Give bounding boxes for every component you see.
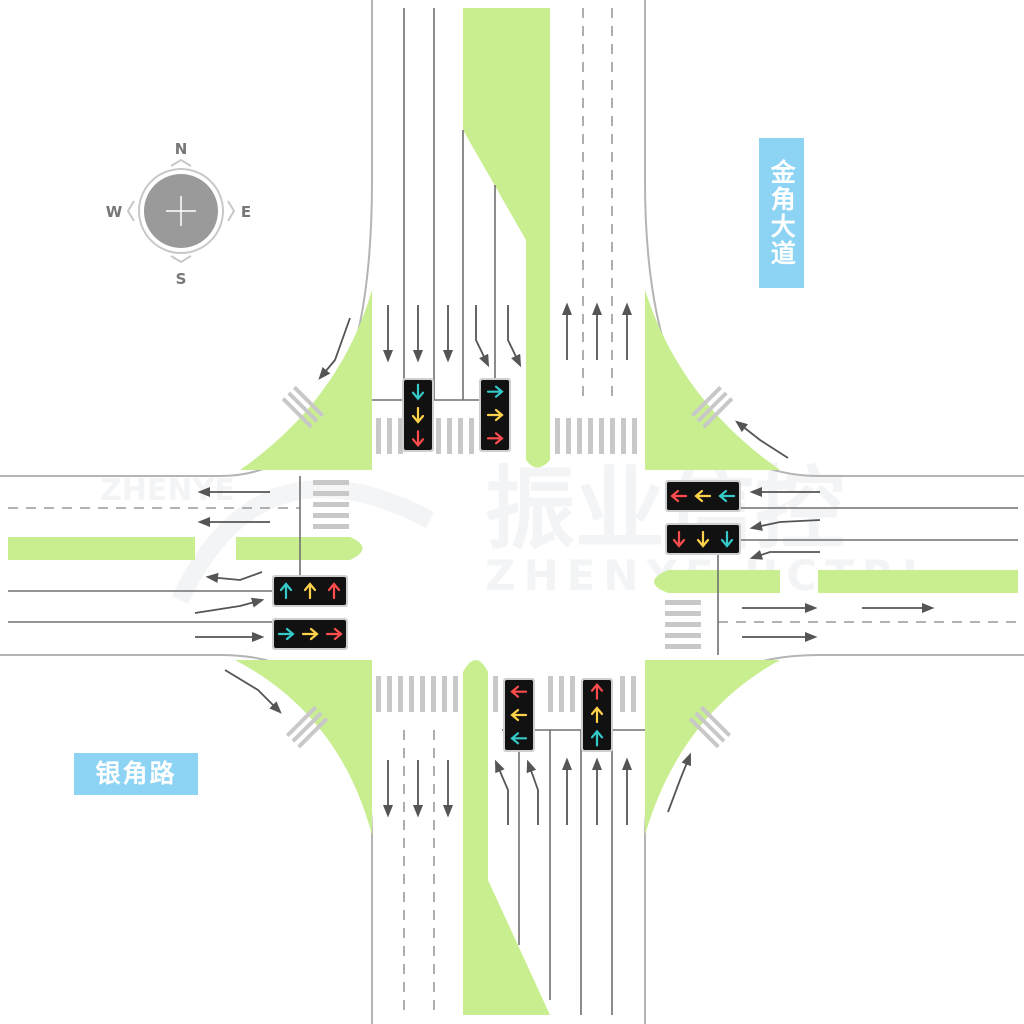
compass: N S W E: [106, 140, 251, 288]
watermark-logo-text: ZHENYE: [100, 473, 235, 508]
arrow-right-yellow-icon: [301, 627, 319, 641]
crosswalk-corner-ne: [690, 385, 734, 429]
lane-arrows: [194, 302, 935, 825]
lane-arrow: [318, 317, 351, 380]
lane-lines: [8, 8, 1018, 1015]
arrow-up-green-icon: [590, 729, 604, 747]
crosswalk-west: [313, 480, 349, 529]
lane-arrow: [735, 420, 789, 459]
arrow-down-green-icon: [720, 530, 734, 548]
arrow-up-green-icon: [279, 582, 293, 600]
signal-head-east-upper: [665, 480, 741, 512]
road-label-east-west: 银角路: [74, 753, 198, 795]
compass-east: E: [241, 203, 251, 221]
arrow-down-red-icon: [411, 430, 425, 448]
arrow-left-green-icon: [718, 489, 736, 503]
lane-arrow: [205, 571, 263, 583]
signal-head-west-upper: [272, 575, 348, 607]
lane-arrow: [224, 669, 282, 714]
crosswalks: [281, 385, 734, 749]
arrow-left-yellow-icon: [694, 489, 712, 503]
compass-north: N: [175, 140, 188, 158]
arrow-down-red-icon: [672, 530, 686, 548]
arrow-down-yellow-icon: [411, 406, 425, 424]
crosswalk-east: [665, 600, 701, 649]
arrow-right-green-icon: [277, 627, 295, 641]
arrow-up-yellow-icon: [590, 706, 604, 724]
road-name-north-south: 金角大道: [767, 159, 797, 267]
arrow-right-green-icon: [486, 385, 504, 398]
lane-arrow: [475, 305, 490, 368]
signal-head-south-right: [581, 678, 613, 752]
compass-south: S: [176, 270, 187, 288]
arrow-down-yellow-icon: [696, 530, 710, 548]
arrow-right-yellow-icon: [486, 408, 504, 422]
arrow-up-yellow-icon: [303, 582, 317, 600]
lane-arrow: [749, 550, 820, 560]
arrow-left-green-icon: [510, 732, 528, 745]
crosswalk-corner-se: [688, 705, 732, 749]
compass-west: W: [106, 203, 123, 221]
crosswalk-corner-nw: [281, 385, 325, 429]
signal-head-east-lower: [665, 523, 741, 555]
arrow-up-red-icon: [590, 682, 604, 700]
signal-head-north-bound-in-left: [402, 378, 434, 452]
lane-arrow: [749, 519, 821, 531]
arrow-left-red-icon: [510, 685, 528, 698]
arrow-down-green-icon: [411, 383, 425, 401]
arrow-right-red-icon: [325, 627, 343, 641]
road-label-north-south: 金角大道: [759, 138, 804, 288]
signal-head-north-bound-in-right: [479, 378, 511, 452]
crosswalk-south: [376, 676, 636, 712]
arrow-left-red-icon: [670, 489, 688, 503]
crosswalk-north: [376, 418, 637, 454]
lane-arrow: [526, 759, 539, 825]
signal-head-west-lower: [272, 618, 348, 650]
lane-arrow: [507, 305, 522, 368]
medians: [8, 8, 1018, 1015]
lane-arrow: [495, 759, 509, 825]
lane-arrow: [194, 597, 265, 614]
arrow-right-red-icon: [486, 432, 504, 445]
signal-head-south-left: [503, 678, 535, 752]
lane-arrow: [667, 752, 691, 813]
arrow-up-red-icon: [327, 582, 341, 600]
signal-heads: [272, 378, 741, 752]
arrow-left-yellow-icon: [510, 708, 528, 722]
crosswalk-corner-sw: [285, 705, 329, 749]
